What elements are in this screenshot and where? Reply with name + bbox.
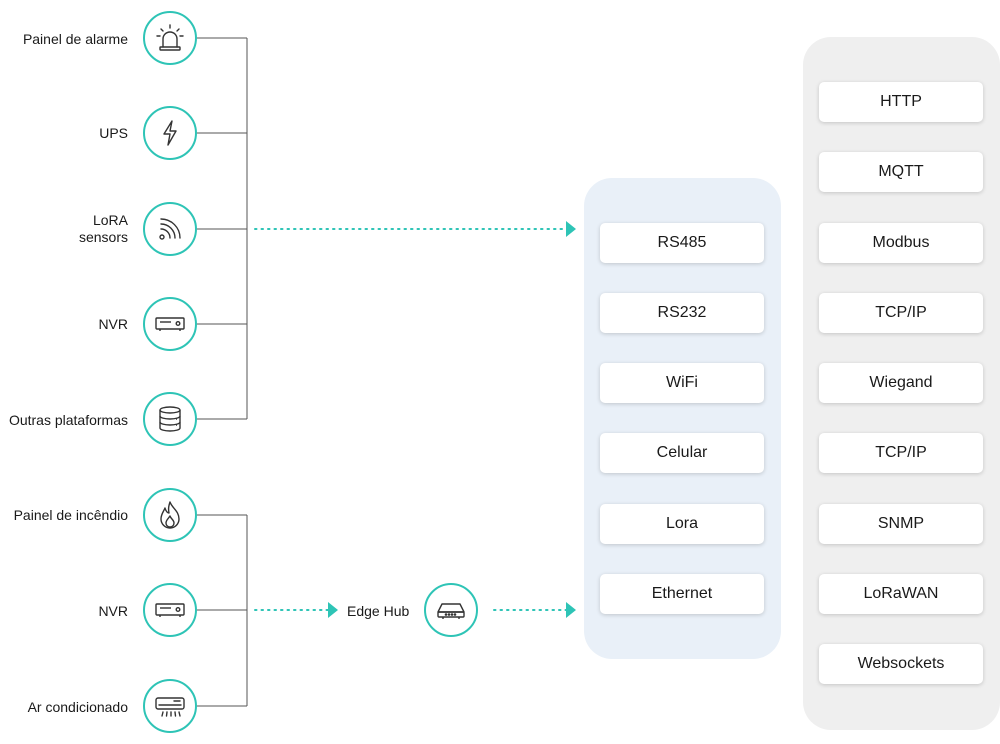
interface-lora: Lora [600, 504, 764, 544]
protocol-http: HTTP [819, 82, 983, 122]
device-label: Painel de alarme [22, 31, 128, 47]
device-label: LoRA sensors [78, 212, 128, 245]
protocol-tcpip: TCP/IP [819, 293, 983, 333]
database-icon [143, 392, 197, 446]
interface-rs232: RS232 [600, 293, 764, 333]
edge-hub-label: Edge Hub [347, 603, 410, 619]
protocol-wiegand: Wiegand [819, 363, 983, 403]
recorder-icon [143, 583, 197, 637]
recorder-icon [143, 297, 197, 351]
protocol-lorawan: LoRaWAN [819, 574, 983, 614]
router-icon [424, 583, 478, 637]
interface-wifi: WiFi [600, 363, 764, 403]
device-label: NVR [98, 316, 128, 332]
air-conditioner-icon [143, 679, 197, 733]
device-label: NVR [98, 603, 128, 619]
interface-ethernet: Ethernet [600, 574, 764, 614]
lightning-icon [143, 106, 197, 160]
fire-icon [143, 488, 197, 542]
interface-rs485: RS485 [600, 223, 764, 263]
alarm-light-icon [143, 11, 197, 65]
device-label: Ar condicionado [27, 699, 128, 715]
interface-celular: Celular [600, 433, 764, 473]
device-label: UPS [99, 125, 128, 141]
protocol-snmp: SNMP [819, 504, 983, 544]
wireless-signal-icon [143, 202, 197, 256]
device-label: Painel de incêndio [13, 507, 128, 523]
protocol-websockets: Websockets [819, 644, 983, 684]
protocol-modbus: Modbus [819, 223, 983, 263]
protocol-mqtt: MQTT [819, 152, 983, 192]
device-label: Outras plataformas [8, 412, 128, 428]
protocol-tcpip-2: TCP/IP [819, 433, 983, 473]
